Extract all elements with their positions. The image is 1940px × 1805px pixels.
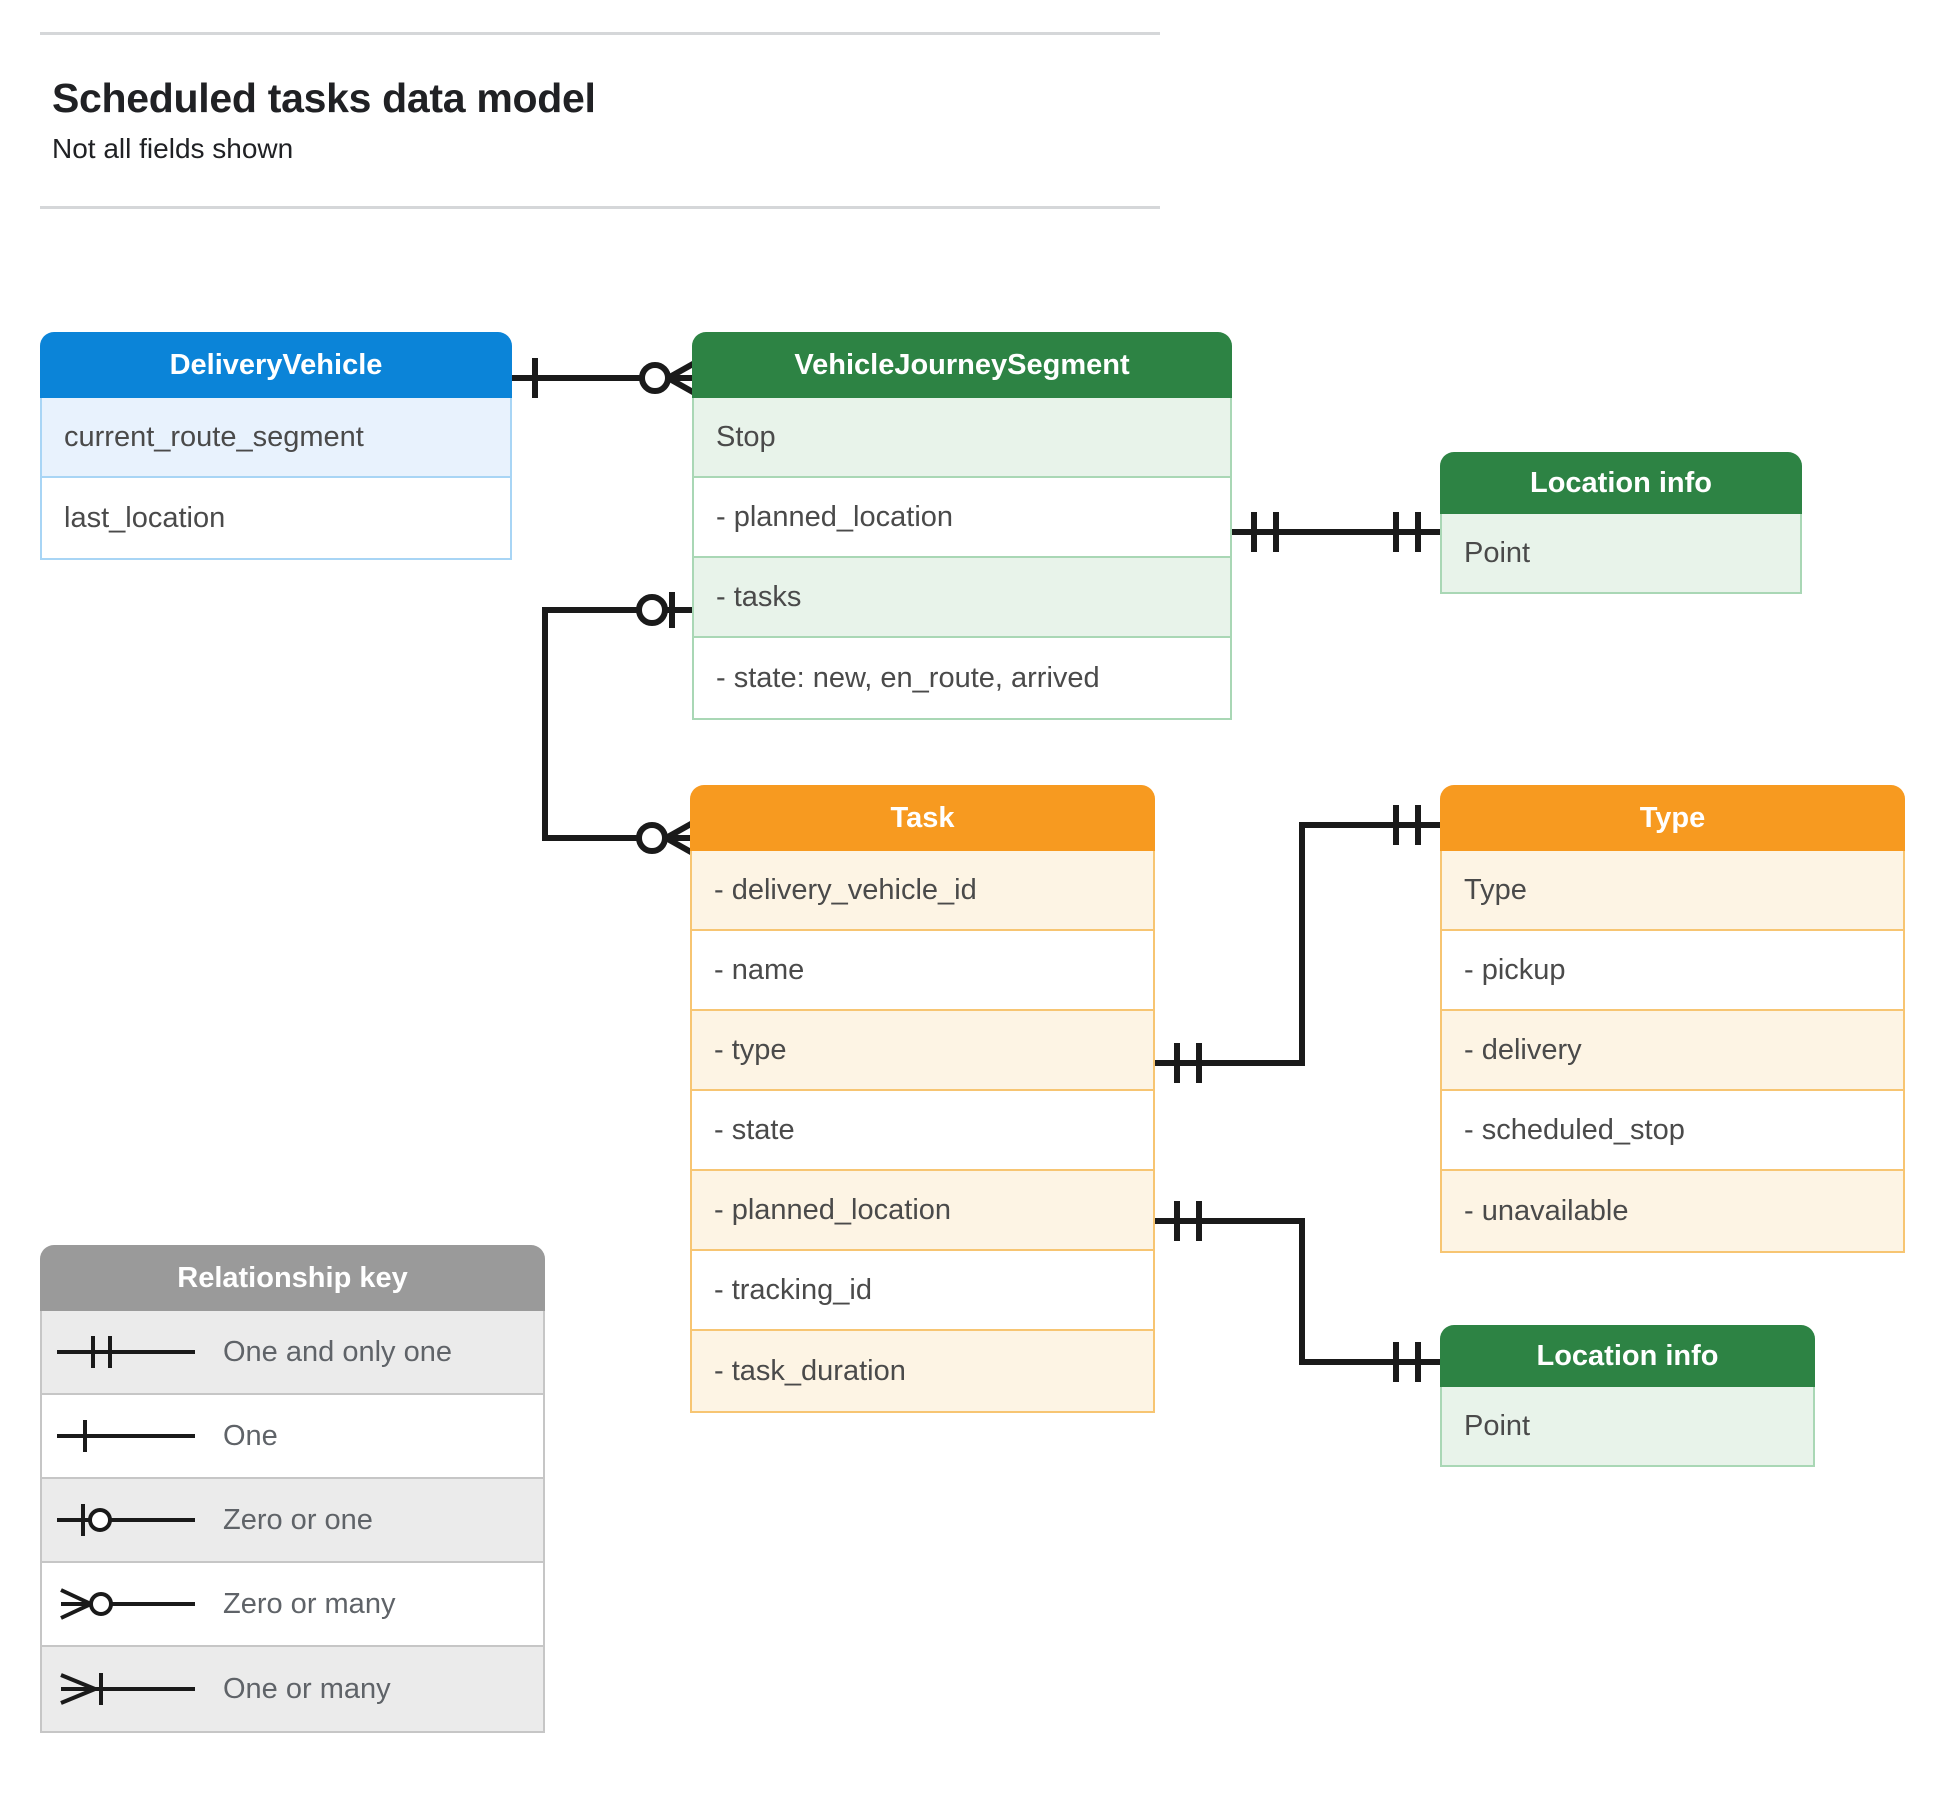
header-top-rule (40, 32, 1160, 35)
connector-task-plannedlocation-locationinfo (1155, 1201, 1440, 1382)
entity-delivery-vehicle-rows: current_route_segment last_location (40, 398, 512, 560)
field-row[interactable]: - delivery (1442, 1011, 1903, 1091)
field-row[interactable]: - state: new, en_route, arrived (694, 638, 1230, 718)
header-bottom-rule (40, 205, 1160, 209)
field-row[interactable]: current_route_segment (42, 398, 510, 478)
page-header: Scheduled tasks data model Not all field… (40, 32, 1160, 209)
zero-or-one-icon (42, 1497, 217, 1543)
legend-item-label: One (223, 1419, 278, 1452)
zero-or-many-icon (42, 1581, 217, 1627)
field-row[interactable]: Stop (694, 398, 1230, 478)
entity-task-rows: - delivery_vehicle_id - name - type - st… (690, 851, 1155, 1413)
field-row[interactable]: - tasks (694, 558, 1230, 638)
field-row[interactable]: Type (1442, 851, 1903, 931)
legend-item[interactable]: One or many (42, 1647, 543, 1731)
entity-task[interactable]: Task - delivery_vehicle_id - name - type… (690, 785, 1155, 1413)
field-row[interactable]: - unavailable (1442, 1171, 1903, 1251)
connector-vjs-tasks-task (542, 592, 700, 859)
legend-item[interactable]: One (42, 1395, 543, 1479)
field-row[interactable]: - type (692, 1011, 1153, 1091)
entity-location-info-bottom[interactable]: Location info Point (1440, 1325, 1815, 1467)
entity-delivery-vehicle[interactable]: DeliveryVehicle current_route_segment la… (40, 332, 512, 560)
legend-item[interactable]: One and only one (42, 1311, 543, 1395)
header-spacer (40, 166, 1160, 206)
connector-vjs-plannedlocation-locationinfo (1232, 512, 1440, 552)
legend-rows: One and only one One (40, 1311, 545, 1733)
legend-relationship-key[interactable]: Relationship key One and only one (40, 1245, 545, 1733)
entity-vehicle-journey-segment-header: VehicleJourneySegment (692, 332, 1232, 398)
field-row[interactable]: - scheduled_stop (1442, 1091, 1903, 1171)
legend-item-label: One and only one (223, 1335, 452, 1368)
one-and-only-one-icon (42, 1329, 217, 1375)
entity-type-rows: Type - pickup - delivery - scheduled_sto… (1440, 851, 1905, 1253)
entity-vehicle-journey-segment[interactable]: VehicleJourneySegment Stop - planned_loc… (692, 332, 1232, 720)
one-or-many-icon (42, 1666, 217, 1712)
legend-header: Relationship key (40, 1245, 545, 1311)
entity-type[interactable]: Type Type - pickup - delivery - schedule… (1440, 785, 1905, 1253)
field-row[interactable]: - tracking_id (692, 1251, 1153, 1331)
field-row[interactable]: - planned_location (692, 1171, 1153, 1251)
legend-item-label: Zero or many (223, 1587, 396, 1620)
connector-deliveryvehicle-vehiclejourneysegment (512, 357, 702, 399)
entity-vehicle-journey-segment-rows: Stop - planned_location - tasks - state:… (692, 398, 1232, 720)
entity-task-header: Task (690, 785, 1155, 851)
page-subtitle: Not all fields shown (52, 133, 294, 165)
entity-location-info-top-header: Location info (1440, 452, 1802, 514)
field-row[interactable]: Point (1442, 1387, 1813, 1465)
connector-task-type-type (1155, 805, 1440, 1083)
field-row[interactable]: Point (1442, 514, 1800, 592)
one-icon (42, 1413, 217, 1459)
entity-location-info-top[interactable]: Location info Point (1440, 452, 1802, 594)
legend-item-label: One or many (223, 1672, 391, 1705)
entity-location-info-bottom-header: Location info (1440, 1325, 1815, 1387)
field-row[interactable]: - name (692, 931, 1153, 1011)
field-row[interactable]: - state (692, 1091, 1153, 1171)
legend-item-label: Zero or one (223, 1503, 373, 1536)
entity-location-info-bottom-rows: Point (1440, 1387, 1815, 1467)
field-row[interactable]: - planned_location (694, 478, 1230, 558)
entity-location-info-top-rows: Point (1440, 514, 1802, 594)
entity-type-header: Type (1440, 785, 1905, 851)
field-row[interactable]: - delivery_vehicle_id (692, 851, 1153, 931)
field-row[interactable]: last_location (42, 478, 510, 558)
page-title: Scheduled tasks data model (52, 75, 596, 121)
field-row[interactable]: - pickup (1442, 931, 1903, 1011)
legend-item[interactable]: Zero or one (42, 1479, 543, 1563)
entity-delivery-vehicle-header: DeliveryVehicle (40, 332, 512, 398)
legend-item[interactable]: Zero or many (42, 1563, 543, 1647)
field-row[interactable]: - task_duration (692, 1331, 1153, 1411)
